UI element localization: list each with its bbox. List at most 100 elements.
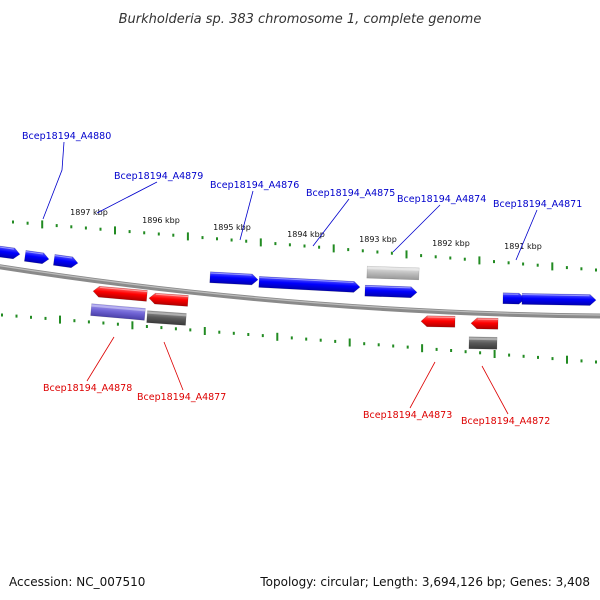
forward-gene-A4876[interactable]	[209, 271, 259, 286]
reverse-gene-A4873[interactable]	[420, 315, 456, 328]
major-tick	[405, 250, 408, 259]
callout-line	[312, 198, 350, 247]
minor-tick	[128, 230, 131, 234]
minor-tick	[507, 261, 510, 265]
minor-tick	[406, 345, 409, 349]
gene-label[interactable]: Bcep18194_A4872	[461, 416, 550, 427]
chromosome-backbone	[0, 264, 600, 319]
gene-label[interactable]: Bcep18194_A4880	[22, 131, 111, 142]
minor-tick	[361, 249, 364, 253]
accession-label: Accession: NC_007510	[9, 575, 145, 589]
minor-tick	[99, 227, 102, 231]
major-tick	[493, 350, 496, 358]
minor-tick	[232, 331, 235, 335]
kbp-tick-label: 1896 kbp	[142, 216, 180, 225]
major-tick	[186, 232, 189, 241]
major-tick	[551, 262, 554, 271]
gene-label[interactable]: Bcep18194_A4874	[397, 194, 486, 205]
minor-tick	[157, 232, 160, 236]
minor-tick	[30, 315, 32, 319]
kbp-tick-label: 1893 kbp	[359, 235, 397, 244]
gene-label[interactable]: Bcep18194_A4875	[306, 188, 395, 199]
major-tick	[59, 315, 61, 324]
gene-label[interactable]: Bcep18194_A4876	[210, 180, 299, 191]
major-tick	[41, 220, 44, 229]
callout-line	[409, 361, 436, 409]
minor-tick	[172, 233, 175, 237]
minor-tick	[274, 242, 277, 246]
minor-tick	[201, 236, 204, 240]
gene-label[interactable]: Bcep18194_A4878	[43, 383, 132, 394]
minor-tick	[247, 333, 250, 336]
forward-gene[interactable]	[0, 244, 21, 260]
minor-tick	[463, 257, 466, 261]
minor-tick	[347, 248, 350, 252]
minor-tick	[522, 354, 525, 358]
minor-tick	[290, 336, 293, 340]
forward-gene-A4875[interactable]	[258, 276, 361, 293]
minor-tick	[595, 360, 597, 364]
minor-tick	[116, 322, 119, 326]
callout-line	[239, 190, 254, 241]
major-tick	[348, 338, 351, 347]
minor-tick	[1, 313, 3, 317]
minor-tick	[318, 245, 321, 249]
gene-features	[0, 244, 597, 350]
minor-tick	[216, 237, 218, 241]
minor-tick	[303, 244, 306, 248]
gene-label[interactable]: Bcep18194_A4871	[493, 199, 582, 210]
minor-tick	[580, 267, 583, 271]
forward-gene[interactable]	[53, 254, 79, 269]
kbp-tick-label: 1897 kbp	[70, 208, 108, 217]
minor-tick	[479, 351, 482, 355]
minor-tick	[15, 314, 18, 318]
minor-tick	[493, 260, 495, 264]
topology-label: Topology: circular; Length: 3,694,126 bp…	[259, 575, 590, 589]
minor-tick	[102, 321, 105, 325]
minor-tick	[449, 256, 452, 260]
minor-tick	[434, 255, 437, 259]
minor-tick	[305, 337, 308, 341]
minor-tick	[536, 263, 539, 267]
minor-tick	[363, 342, 366, 346]
minor-tick	[551, 357, 554, 361]
minor-tick	[420, 254, 423, 258]
reverse-gene-A4878[interactable]	[92, 285, 148, 302]
chromosome-backbone-highlight	[0, 265, 600, 316]
minor-tick	[334, 339, 337, 343]
minor-tick	[522, 262, 525, 266]
feature-hit-dark[interactable]	[468, 336, 498, 350]
minor-tick	[218, 330, 221, 334]
kbp-tick-label: 1892 kbp	[432, 239, 470, 248]
gene-label[interactable]: Bcep18194_A4873	[363, 410, 452, 421]
forward-gene[interactable]	[502, 292, 526, 305]
forward-gene-A4874[interactable]	[364, 284, 418, 298]
minor-tick	[245, 239, 248, 243]
minor-tick	[390, 251, 393, 255]
feature-hit-light[interactable]	[366, 265, 420, 281]
minor-tick	[580, 359, 583, 363]
reverse-gene-A4877[interactable]	[148, 292, 189, 307]
major-tick	[259, 238, 262, 247]
major-tick	[421, 344, 424, 353]
map-title: Burkholderia sp. 383 chromosome 1, compl…	[119, 12, 482, 27]
minor-tick	[288, 243, 291, 247]
minor-tick	[189, 328, 192, 332]
gene-callouts: Bcep18194_A4880Bcep18194_A4879Bcep18194_…	[22, 131, 582, 427]
forward-gene[interactable]	[24, 250, 50, 265]
minor-tick	[376, 250, 379, 254]
major-tick	[332, 244, 335, 253]
minor-tick	[160, 326, 163, 330]
reverse-gene-A4872[interactable]	[470, 317, 499, 330]
feature-hit-purple[interactable]	[90, 303, 146, 321]
major-tick	[203, 327, 206, 335]
callout-line	[42, 141, 65, 220]
minor-tick	[26, 221, 29, 225]
gene-label[interactable]: Bcep18194_A4879	[114, 171, 203, 182]
feature-hit-dark[interactable]	[146, 310, 187, 326]
minor-tick	[508, 353, 511, 357]
gene-label[interactable]: Bcep18194_A4877	[137, 392, 226, 403]
forward-gene-A4871[interactable]	[521, 293, 597, 306]
major-tick	[131, 321, 134, 330]
